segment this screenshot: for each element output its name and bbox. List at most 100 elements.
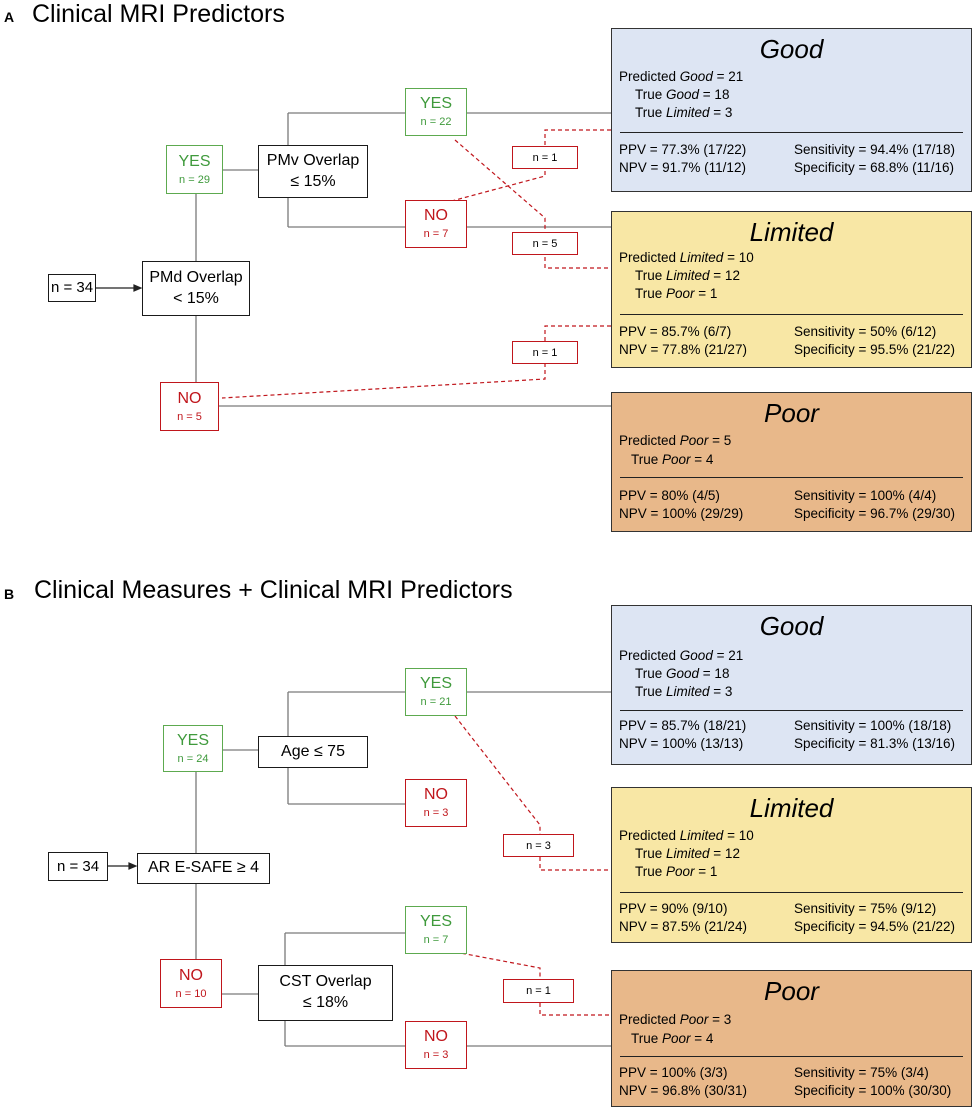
outcome-title: Poor bbox=[764, 398, 819, 428]
pmd-overlap-threshold: < 15% bbox=[173, 289, 219, 307]
no-branch-age: NO n = 3 bbox=[405, 779, 467, 827]
divider bbox=[620, 477, 963, 478]
outcome-good-a: Good Predicted Good = 21 True Good = 18 … bbox=[611, 28, 972, 192]
specificity-value: Specificity = 95.5% (21/22) bbox=[794, 342, 955, 357]
predicted-count: Predicted Good = 21 bbox=[619, 69, 744, 84]
cst-overlap-node: CST Overlap ≤ 18% bbox=[258, 965, 393, 1021]
true-count: True Good = 18 bbox=[635, 666, 730, 681]
true-count: True Poor = 4 bbox=[631, 452, 714, 467]
outcome-limited-b: Limited Predicted Limited = 10 True Limi… bbox=[611, 787, 972, 943]
panel-a-letter: A bbox=[4, 9, 15, 25]
yes-branch-cst: YES n = 7 bbox=[405, 906, 467, 954]
pmd-overlap-node: PMd Overlap < 15% bbox=[142, 261, 250, 316]
npv-value: NPV = 77.8% (21/27) bbox=[619, 342, 747, 357]
start-count-label: n = 34 bbox=[56, 857, 100, 875]
yes-count: n = 22 bbox=[420, 116, 452, 129]
misclass-count: n = 5 bbox=[512, 232, 578, 255]
specificity-value: Specificity = 96.7% (29/30) bbox=[794, 506, 955, 521]
outcome-poor-a: Poor Predicted Poor = 5 True Poor = 4 PP… bbox=[611, 392, 972, 532]
sensitivity-value: Sensitivity = 94.4% (17/18) bbox=[794, 142, 955, 157]
specificity-value: Specificity = 94.5% (21/22) bbox=[794, 919, 955, 934]
pmv-overlap-threshold: ≤ 15% bbox=[290, 172, 336, 190]
true-count: True Limited = 3 bbox=[635, 684, 733, 699]
no-branch-esafe: NO n = 10 bbox=[160, 959, 222, 1008]
ppv-value: PPV = 80% (4/5) bbox=[619, 488, 720, 503]
no-label: NO bbox=[424, 786, 448, 804]
start-count: n = 34 bbox=[48, 274, 96, 302]
no-count: n = 7 bbox=[423, 228, 449, 241]
sensitivity-value: Sensitivity = 100% (18/18) bbox=[794, 718, 952, 733]
no-label: NO bbox=[179, 966, 203, 984]
outcome-title: Poor bbox=[764, 976, 819, 1006]
npv-value: NPV = 100% (29/29) bbox=[619, 506, 744, 521]
npv-value: NPV = 91.7% (11/12) bbox=[619, 160, 746, 175]
misclass-count: n = 1 bbox=[512, 146, 578, 169]
predicted-count: Predicted Poor = 5 bbox=[619, 433, 732, 448]
specificity-value: Specificity = 100% (30/30) bbox=[794, 1083, 952, 1098]
yes-count: n = 21 bbox=[420, 696, 452, 709]
yes-branch-pmd: YES n = 29 bbox=[166, 145, 223, 194]
specificity-value: Specificity = 81.3% (13/16) bbox=[794, 736, 955, 751]
ppv-value: PPV = 85.7% (6/7) bbox=[619, 324, 732, 339]
panel-a-title: Clinical MRI Predictors bbox=[32, 0, 285, 28]
outcome-title: Limited bbox=[749, 217, 834, 247]
predicted-count: Predicted Limited = 10 bbox=[619, 828, 754, 843]
panel-b-letter: B bbox=[4, 586, 15, 602]
cst-overlap-label: CST Overlap bbox=[279, 973, 372, 991]
outcome-title: Good bbox=[759, 34, 824, 64]
pmd-overlap-label: PMd Overlap bbox=[149, 268, 243, 286]
predicted-count: Predicted Poor = 3 bbox=[619, 1012, 732, 1027]
ar-esafe-node: AR E-SAFE ≥ 4 bbox=[137, 853, 270, 884]
cst-overlap-threshold: ≤ 18% bbox=[302, 994, 349, 1011]
no-count: n = 3 bbox=[423, 807, 449, 820]
sensitivity-value: Sensitivity = 100% (4/4) bbox=[794, 488, 937, 503]
pmv-overlap-label: PMv Overlap bbox=[266, 151, 360, 169]
outcome-poor-b: Poor Predicted Poor = 3 True Poor = 4 PP… bbox=[611, 970, 972, 1107]
ppv-value: PPV = 85.7% (18/21) bbox=[619, 718, 747, 733]
specificity-value: Specificity = 68.8% (11/16) bbox=[794, 160, 954, 175]
no-label: NO bbox=[424, 207, 448, 225]
divider bbox=[620, 132, 963, 133]
divider bbox=[620, 710, 963, 711]
no-count: n = 3 bbox=[423, 1049, 449, 1062]
ar-esafe-label: AR E-SAFE ≥ 4 bbox=[147, 859, 260, 877]
sensitivity-value: Sensitivity = 75% (3/4) bbox=[794, 1065, 929, 1080]
npv-value: NPV = 100% (13/13) bbox=[619, 736, 744, 751]
no-label: NO bbox=[424, 1028, 448, 1046]
true-count: True Poor = 1 bbox=[635, 286, 718, 301]
outcome-limited-a: Limited Predicted Limited = 10 True Limi… bbox=[611, 211, 972, 368]
outcome-good-b: Good Predicted Good = 21 True Good = 18 … bbox=[611, 605, 972, 765]
misclass-count: n = 3 bbox=[503, 834, 574, 857]
yes-count: n = 7 bbox=[423, 934, 449, 947]
sensitivity-value: Sensitivity = 75% (9/12) bbox=[794, 901, 937, 916]
yes-label: YES bbox=[419, 95, 452, 113]
true-count: True Good = 18 bbox=[635, 87, 730, 102]
no-branch-cst: NO n = 3 bbox=[405, 1021, 467, 1069]
age-label: Age ≤ 75 bbox=[281, 742, 345, 760]
no-count: n = 5 bbox=[177, 410, 202, 423]
yes-count: n = 29 bbox=[179, 173, 210, 186]
npv-value: NPV = 87.5% (21/24) bbox=[619, 919, 747, 934]
outcome-title: Limited bbox=[749, 793, 834, 823]
true-count: True Poor = 1 bbox=[635, 864, 718, 879]
divider bbox=[620, 1056, 963, 1057]
true-count: True Poor = 4 bbox=[631, 1031, 714, 1046]
no-branch-pmd: NO n = 5 bbox=[160, 382, 219, 431]
ppv-value: PPV = 90% (9/10) bbox=[619, 901, 728, 916]
true-count: True Limited = 3 bbox=[635, 105, 733, 120]
yes-count: n = 24 bbox=[177, 752, 209, 765]
ppv-value: PPV = 100% (3/3) bbox=[619, 1065, 728, 1080]
misclass-count: n = 1 bbox=[503, 979, 574, 1003]
age-node: Age ≤ 75 bbox=[258, 736, 368, 768]
yes-label: YES bbox=[419, 913, 452, 931]
divider bbox=[620, 892, 963, 893]
true-count: True Limited = 12 bbox=[635, 846, 740, 861]
yes-branch-pmv: YES n = 22 bbox=[405, 88, 467, 136]
start-count: n = 34 bbox=[48, 852, 108, 881]
npv-value: NPV = 96.8% (30/31) bbox=[619, 1083, 747, 1098]
no-label: NO bbox=[177, 389, 202, 407]
panel-b-title: Clinical Measures + Clinical MRI Predict… bbox=[34, 576, 513, 604]
yes-label: YES bbox=[419, 675, 452, 693]
